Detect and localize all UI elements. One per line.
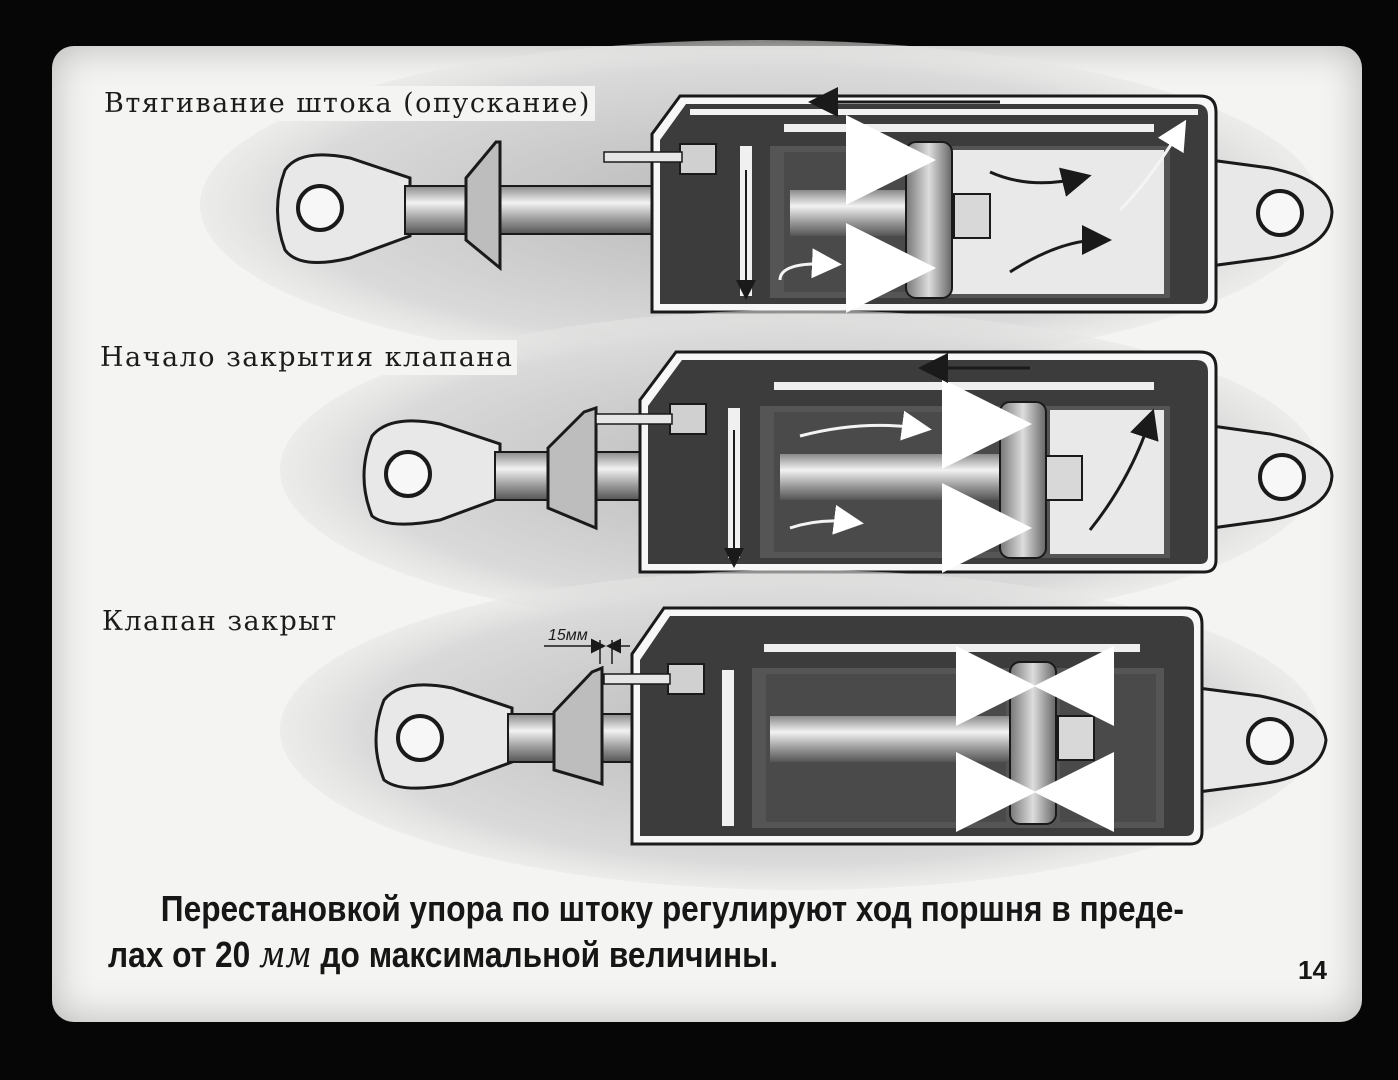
caption-line-2-post: до максимальной величины.: [311, 934, 778, 975]
cylinder-retraction: [200, 40, 1334, 370]
page-number: 14: [1298, 955, 1327, 985]
label-retraction: Втягивание штока (опускание): [100, 86, 595, 121]
piston: [905, 141, 953, 299]
caption-line-1: Перестановкой упора по штоку регулируют …: [160, 888, 1184, 929]
dimension-label: 15мм: [548, 627, 588, 644]
label-valve-closed: Клапан закрыт: [98, 604, 342, 639]
caption-line-2: лах от 20 мм до максимальной величины.: [108, 932, 1164, 979]
valve: [679, 143, 717, 175]
eye-ring: [296, 184, 344, 232]
cylinder-closing: [280, 310, 1334, 630]
label-valve-closing-start: Начало закрытия клапана: [96, 340, 518, 375]
caption-line-2-pre: лах от 20: [108, 934, 260, 975]
stop-collar: [464, 140, 502, 272]
caption: Перестановкой упора по штоку регулируют …: [108, 886, 1184, 979]
caption-unit: мм: [259, 935, 312, 976]
cylinder-closed: 15мм: [280, 570, 1328, 890]
